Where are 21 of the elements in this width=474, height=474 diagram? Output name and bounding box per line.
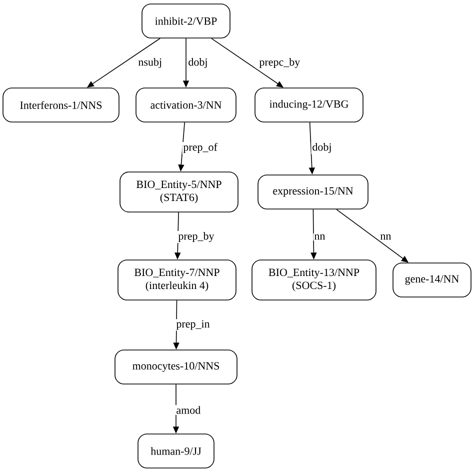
edge-label: nn <box>379 233 392 241</box>
edge-label: prep_of <box>182 142 218 154</box>
edge-label: nsubj <box>137 57 164 69</box>
token-box: monocytes-10/NNS <box>114 350 238 384</box>
token-box: human-9/JJ <box>138 434 214 468</box>
edge-label: prep_in <box>175 319 211 331</box>
token-box: expression-15/NN <box>258 174 368 210</box>
edge-label: dobj <box>187 57 209 69</box>
token-box: Interferons-1/NNS <box>2 88 120 122</box>
edge-label: prepc_by <box>258 57 302 69</box>
token-box: activation-3/NN <box>136 88 236 122</box>
token-box: inducing-12/VBG <box>254 88 364 122</box>
token-box: BIO_Entity-13/NNP (SOCS-1) <box>252 260 376 300</box>
edge-label: nn <box>313 233 326 241</box>
token-box: BIO_Entity-5/NNP (STAT6) <box>120 172 238 212</box>
token-box: inhibit-2/VBP <box>142 4 230 38</box>
edge-label: prep_by <box>177 231 216 243</box>
token-box: gene-14/NN <box>392 262 472 298</box>
edge-label: dobj <box>311 142 333 154</box>
token-box: BIO_Entity-7/NNP (interleukin 4) <box>118 260 236 300</box>
edge-label: amod <box>175 405 202 415</box>
